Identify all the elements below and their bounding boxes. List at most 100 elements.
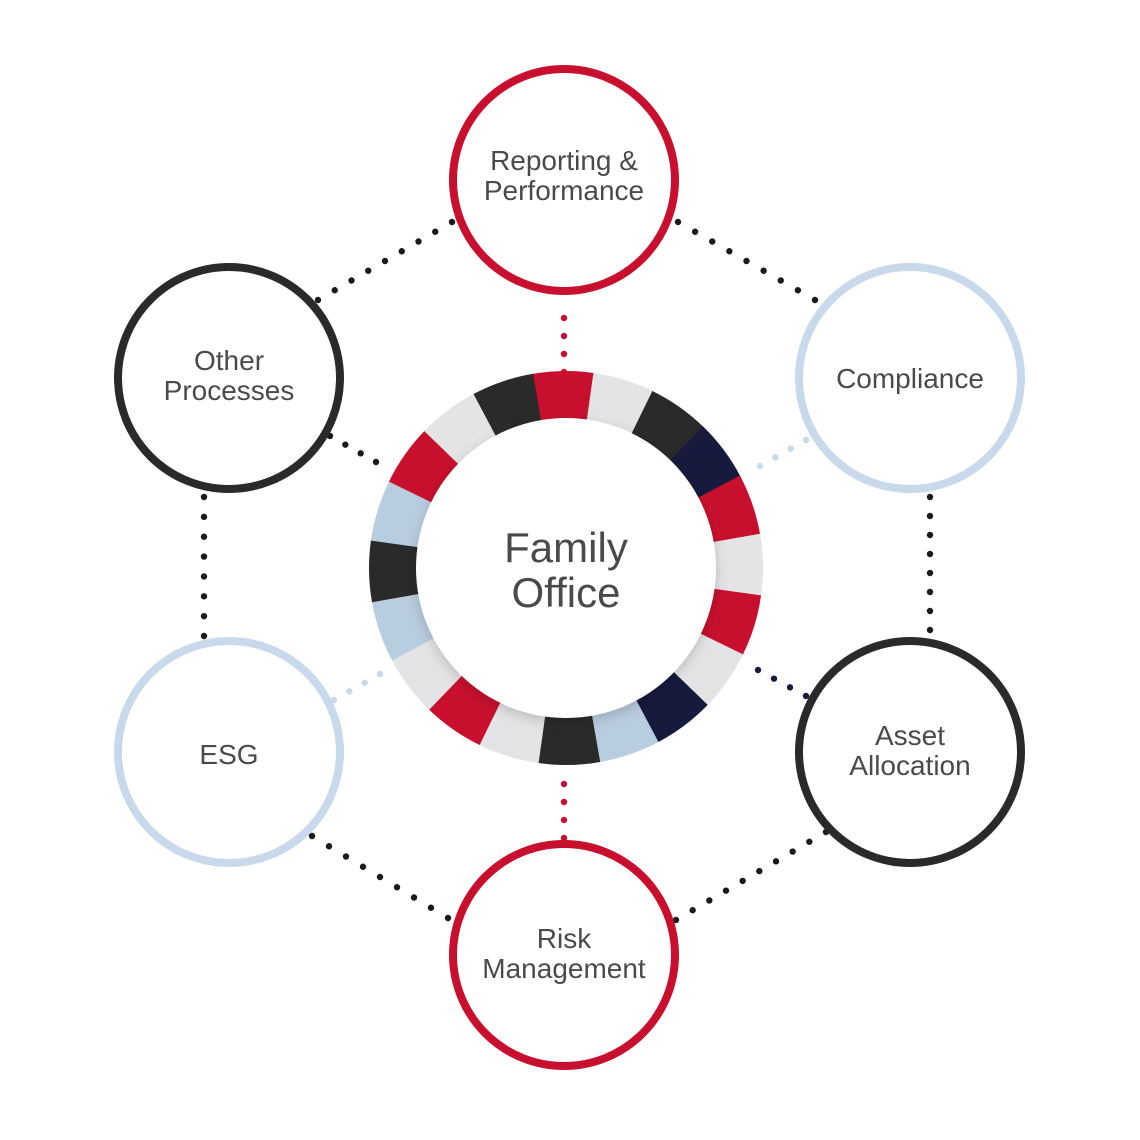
ring-segment [473, 373, 542, 438]
node-reporting: Reporting & Performance [449, 65, 679, 295]
node-esg-label-line-1: ESG [199, 739, 258, 770]
connector-dot [381, 257, 389, 265]
connector-dot [706, 897, 713, 904]
node-esg: ESG [114, 637, 344, 867]
connector-dot [811, 296, 819, 304]
ring-segment [696, 475, 761, 544]
connector-dot [726, 248, 733, 255]
ring-segment [590, 698, 659, 763]
connector-dot [410, 894, 418, 901]
connector-dot [200, 493, 208, 501]
connector-dot [777, 277, 784, 284]
connector-dot [200, 573, 208, 580]
connector-dot [331, 287, 338, 294]
connector-dot [560, 314, 568, 322]
connector-dot [674, 218, 682, 226]
connector-dot [926, 531, 934, 539]
connector-dot [376, 873, 384, 881]
node-asset-allocation-label-line-2: Allocation [849, 750, 970, 781]
connector-dot [325, 843, 333, 850]
node-other-processes: Other Processes [114, 263, 344, 493]
connector-dot [200, 632, 208, 640]
connector-dot [448, 218, 456, 226]
ring-segment [478, 700, 546, 764]
node-asset-allocation-circle [795, 637, 1025, 867]
connector-dot [802, 436, 810, 444]
connector-dot [926, 588, 934, 596]
node-compliance-label-line-1: Compliance [836, 363, 984, 394]
connector-dot [359, 863, 367, 870]
connector-dot [802, 692, 810, 700]
connector-dot [200, 612, 208, 620]
connector-dot [926, 626, 934, 634]
ring-segment [531, 370, 595, 423]
connector-dot [806, 838, 813, 845]
connector-dot [200, 593, 208, 600]
connector-dot [756, 867, 763, 875]
connector-dot [200, 513, 208, 521]
connector-dot [760, 267, 767, 274]
connector-dot [357, 450, 364, 457]
connector-dot [770, 675, 778, 682]
center-title-line-1: Family [504, 524, 628, 571]
node-other-processes-label-line-2: Processes [164, 375, 295, 406]
node-reporting-label-line-1: Reporting & [490, 145, 638, 176]
connector-dot [560, 798, 568, 806]
connector-dot [200, 533, 208, 540]
node-compliance: Compliance [795, 263, 1025, 493]
node-reporting-circle [449, 65, 679, 295]
center-ring: Family Office [369, 370, 763, 766]
connector-dot [346, 688, 353, 695]
node-risk-management-label-line-2: Management [482, 953, 646, 984]
ring-segment [369, 539, 421, 603]
connector-dot [427, 904, 435, 911]
connector-dot [786, 684, 794, 691]
connector-dot [432, 228, 439, 235]
connector-dot [754, 666, 762, 674]
connector-dot [200, 553, 208, 560]
connector-dot [314, 296, 322, 304]
node-risk-management-label-line-1: Risk [537, 923, 592, 954]
connector-dot [330, 696, 338, 704]
connector-dot [689, 907, 696, 914]
connector-dot [926, 607, 934, 615]
connector-dot [772, 858, 780, 865]
node-asset-allocation: Asset Allocation [795, 637, 1025, 867]
node-risk-management: Risk Management [449, 840, 679, 1070]
node-other-processes-circle [114, 263, 344, 493]
connector-dot [743, 257, 750, 265]
node-esg-circle [114, 637, 344, 867]
connector-dot [739, 877, 746, 885]
connector-dot [926, 569, 934, 577]
ring-segment [698, 588, 762, 656]
connector-dot [789, 848, 796, 855]
connector-dot [560, 834, 568, 842]
connector-dot [365, 267, 372, 274]
connector-dot [308, 832, 316, 840]
connector-dot [342, 441, 349, 448]
node-asset-allocation-label-line-1: Asset [875, 720, 945, 751]
ring-segment [371, 592, 436, 661]
connector-dot [444, 914, 452, 922]
ring-segment [537, 713, 601, 766]
connector-dot [787, 445, 794, 452]
connector-dot [926, 512, 934, 520]
connector-dot [560, 816, 568, 824]
connector-dot [560, 350, 568, 358]
connector-dot [348, 277, 355, 284]
connector-dot [398, 248, 405, 255]
connector-dot [361, 679, 368, 686]
connector-dot [393, 884, 401, 891]
node-reporting-label-line-2: Performance [484, 175, 644, 206]
center-title-line-2: Office [512, 569, 621, 616]
connector-dot [560, 780, 568, 788]
connector-dot [926, 550, 934, 558]
connector-dot [376, 670, 384, 678]
connector-dot [560, 332, 568, 340]
ring-segment [586, 372, 654, 436]
connector-dots [200, 218, 934, 924]
connector-dot [772, 454, 779, 461]
ring-segment [711, 533, 763, 597]
connector-dot [691, 228, 699, 235]
